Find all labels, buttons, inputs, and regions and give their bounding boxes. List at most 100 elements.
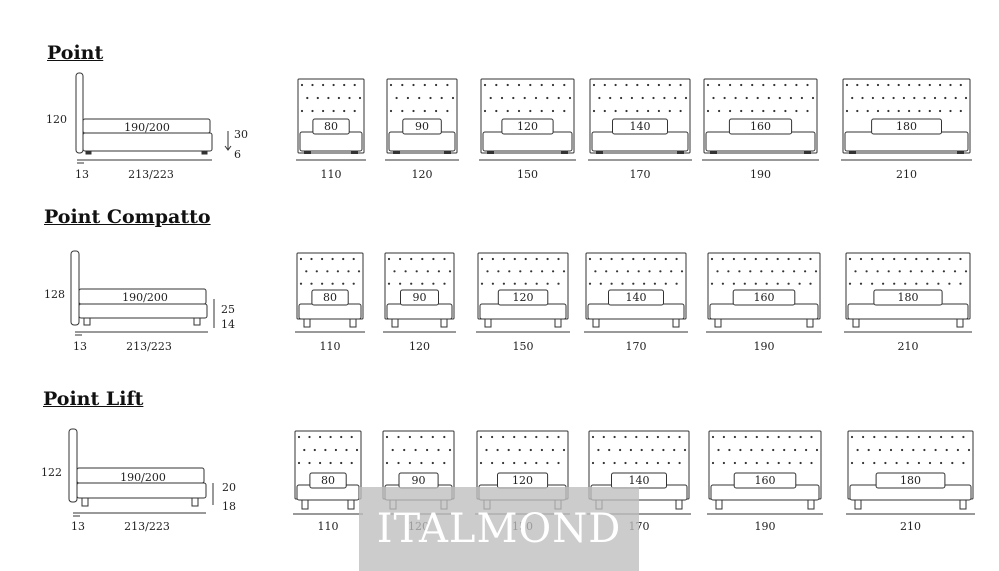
tufting-dot [962,435,965,439]
tufting-dot [591,435,595,439]
tufting-dot [426,448,429,452]
overall-width-label: 110 [320,340,341,353]
tufting-dot [771,270,774,273]
tufting-dot [502,257,505,261]
tufting-dot [546,282,549,285]
tufting-dot [432,257,435,261]
tufting-dot [389,83,393,87]
tufting-dot [777,461,780,465]
tufting-dot [316,96,319,100]
profile-height: 120 [46,113,67,126]
bed-leg [347,499,355,510]
tufting-dot [882,96,885,100]
tufting-dot [743,282,746,285]
bed-leg [484,318,492,328]
tufting-dot [418,96,421,100]
tufting-dot [772,448,775,452]
bed-leg [440,318,448,328]
tufting-dot [535,257,538,261]
tufting-dot [331,282,334,285]
tufting-dot [861,96,864,100]
bed-base [299,131,363,152]
bed-leg [592,318,600,328]
mattress-size-label: 90 [415,120,429,133]
tufting-dot [480,257,484,261]
tufting-dot [432,282,435,285]
tufting-dot [862,435,865,439]
tufting-dot [321,257,324,261]
tufting-dot [540,83,543,87]
tufting-dot [865,270,868,273]
tufting-dot [895,435,898,439]
tufting-dot [431,435,434,439]
tufting-dot [751,83,754,87]
tufting-dot [551,448,555,452]
tufting-dot [603,83,606,87]
tufting-dot [712,96,715,100]
bed-base [591,131,689,152]
overall-width-label: 190 [750,168,771,181]
tufting-dot [673,448,676,452]
tufting-dot [814,270,818,273]
tufting-dot [343,109,346,113]
profile-length: 190/200 [124,121,170,134]
bed-leg [675,499,683,510]
profile-height: 122 [41,466,62,479]
tufting-dot [306,96,309,100]
tufting-dot [657,83,661,87]
tufting-dot [410,257,413,261]
bed-leg [554,318,562,328]
mattress [732,289,796,306]
tufting-dot [743,257,746,261]
tufting-dot [327,96,330,100]
profile-total: 213/223 [124,520,170,533]
tufting-dot [308,435,311,439]
tufting-dot [557,461,560,465]
tufting-dot [322,109,325,113]
tufting-dot [765,282,768,285]
tufting-dot [300,83,304,87]
tufting-dot [776,282,779,285]
bed-leg [596,151,603,154]
tufting-dot [610,282,613,285]
tufting-dot [397,435,400,439]
tufting-dot [348,96,351,100]
tufting-dot [798,282,801,285]
tufting-dot [761,448,764,452]
tufting-dot [643,257,646,261]
tufting-dot [918,109,921,113]
side-profile [68,428,214,517]
tufting-dot [299,257,303,261]
tufting-dot [773,83,776,87]
tufting-dot [513,257,516,261]
tufting-dot [399,257,402,261]
tufting-dot [959,83,962,87]
tufting-dot [342,282,345,285]
tufting-dot [401,109,404,113]
tufting-dot [787,282,790,285]
tufting-dot [893,257,896,261]
tufting-dot [562,448,566,452]
mattress-size-label: 90 [413,291,427,304]
tufting-dot [871,96,875,100]
tufting-dot [524,257,527,261]
tufting-dot [512,96,515,100]
profile-total: 213/223 [126,340,172,353]
tufting-dot [920,270,923,273]
tufting-dot [928,83,931,87]
tufting-dot [904,257,907,261]
tufting-dot [588,282,592,285]
tufting-dot [305,270,308,273]
tufting-dot [415,270,418,273]
profile-dim-top: 30 [234,128,248,141]
tufting-dot [621,282,624,285]
tufting-dot [878,448,882,452]
tufting-dot [815,448,819,452]
tufting-dot [745,96,748,100]
watermark: ITALMOND [359,487,639,571]
